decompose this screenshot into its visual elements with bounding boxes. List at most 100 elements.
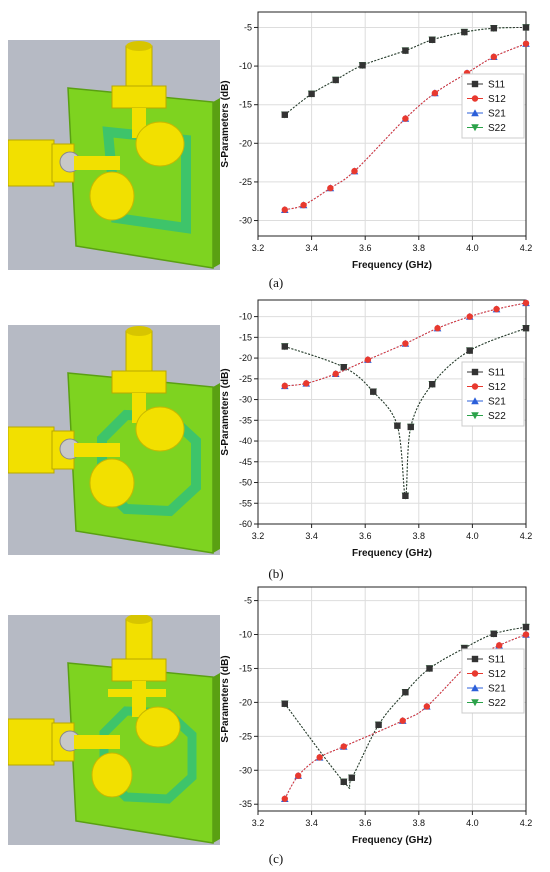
data-point-s11 — [490, 630, 498, 638]
data-point-s11 — [359, 62, 366, 69]
y-tick-label: -25 — [239, 731, 252, 741]
data-point-s12 — [402, 115, 409, 122]
x-tick-label: 4.2 — [520, 243, 533, 253]
x-tick-label: 3.8 — [413, 531, 426, 541]
data-point-s12 — [493, 305, 500, 313]
caption-a: (a) — [268, 275, 284, 290]
y-tick-label: -20 — [239, 353, 252, 363]
y-tick-label: -50 — [239, 478, 252, 488]
x-tick-label: 3.8 — [413, 243, 426, 253]
y-tick-label: -15 — [239, 332, 252, 342]
legend-marker-s11 — [471, 655, 479, 663]
data-point-s12 — [490, 53, 498, 60]
plot-frame — [257, 299, 527, 525]
x-axis-label: Frequency (GHz) — [352, 835, 432, 846]
data-point-s12 — [281, 382, 288, 390]
legend-marker-s21 — [471, 397, 479, 405]
y-tick-label: -20 — [239, 138, 252, 148]
x-tick-label: 4.2 — [520, 818, 533, 828]
data-point-s12 — [434, 325, 441, 332]
plot-frame — [257, 586, 527, 812]
legend-label-s12: S12 — [488, 94, 506, 105]
x-tick-label: 3.2 — [252, 818, 265, 828]
legend-marker-s21 — [471, 109, 479, 117]
data-point-s11 — [348, 774, 355, 781]
legend-marker-s22 — [471, 699, 479, 707]
y-tick-label: -10 — [239, 61, 252, 71]
data-point-s11 — [461, 28, 468, 36]
series-s11 — [281, 623, 530, 789]
antenna-model-b — [7, 325, 220, 555]
plot-frame — [257, 11, 527, 237]
data-point-s12 — [281, 206, 288, 213]
data-point-s12 — [423, 703, 431, 710]
legend-label-s11: S11 — [488, 368, 505, 379]
data-point-s11 — [375, 721, 382, 728]
legend-marker-s12 — [471, 383, 479, 390]
data-point-s12 — [399, 717, 406, 724]
legend-marker-s11 — [471, 80, 479, 88]
y-tick-label: -5 — [244, 596, 252, 606]
data-point-s11 — [429, 381, 436, 388]
data-point-s12 — [522, 631, 530, 638]
y-axis-label: S-Parameters (dB) — [220, 80, 231, 167]
data-point-s11 — [426, 665, 433, 672]
y-tick-label: -55 — [239, 498, 252, 508]
data-point-s11 — [281, 343, 288, 350]
series-s12 — [281, 299, 530, 390]
x-axis-label: Frequency (GHz) — [352, 260, 432, 271]
data-point-s12 — [316, 754, 323, 761]
data-point-s12 — [364, 356, 372, 363]
data-point-s11 — [332, 76, 339, 84]
data-point-s11 — [308, 90, 315, 98]
x-tick-label: 3.6 — [359, 818, 372, 828]
data-point-s12 — [332, 370, 339, 378]
data-point-s11 — [402, 689, 409, 696]
data-point-s12 — [281, 795, 288, 802]
data-point-s11 — [402, 47, 409, 54]
data-point-s12 — [522, 299, 530, 307]
y-tick-label: -45 — [239, 457, 252, 467]
x-tick-label: 3.6 — [359, 243, 372, 253]
legend-label-s12: S12 — [488, 382, 506, 393]
data-point-s11 — [370, 388, 377, 395]
antenna-model-c — [7, 614, 220, 845]
y-tick-label: -60 — [239, 519, 252, 529]
data-point-s11 — [522, 24, 530, 31]
series-line-s12 — [284, 43, 527, 211]
y-tick-label: -20 — [239, 697, 252, 707]
x-tick-label: 3.4 — [305, 531, 318, 541]
data-point-s11 — [522, 325, 530, 332]
legend-label-s21: S21 — [488, 397, 506, 408]
data-point-s12 — [327, 184, 334, 192]
data-point-s11 — [429, 36, 436, 44]
data-point-s11 — [340, 778, 347, 786]
legend-label-s22: S22 — [488, 123, 506, 134]
y-axis-label: S-Parameters (dB) — [220, 655, 231, 742]
legend-marker-s22 — [471, 412, 479, 420]
data-point-s12 — [522, 40, 530, 47]
legend-label-s22: S22 — [488, 698, 506, 709]
series-s11 — [281, 24, 530, 118]
legend-label-s11: S11 — [488, 80, 505, 91]
series-line-s11 — [284, 626, 527, 789]
series-line-s12 — [284, 302, 527, 387]
data-point-s11 — [466, 347, 473, 354]
x-axis-label: Frequency (GHz) — [352, 548, 432, 559]
legend-marker-s21 — [471, 684, 479, 692]
y-tick-label: -15 — [239, 663, 252, 673]
legend-label-s12: S12 — [488, 669, 506, 680]
data-point-s11 — [281, 700, 288, 707]
caption-c: (c) — [268, 851, 284, 866]
y-tick-label: -25 — [239, 374, 252, 384]
data-point-s12 — [431, 89, 439, 97]
y-tick-label: -10 — [239, 312, 252, 322]
legend-label-s21: S21 — [488, 109, 506, 120]
